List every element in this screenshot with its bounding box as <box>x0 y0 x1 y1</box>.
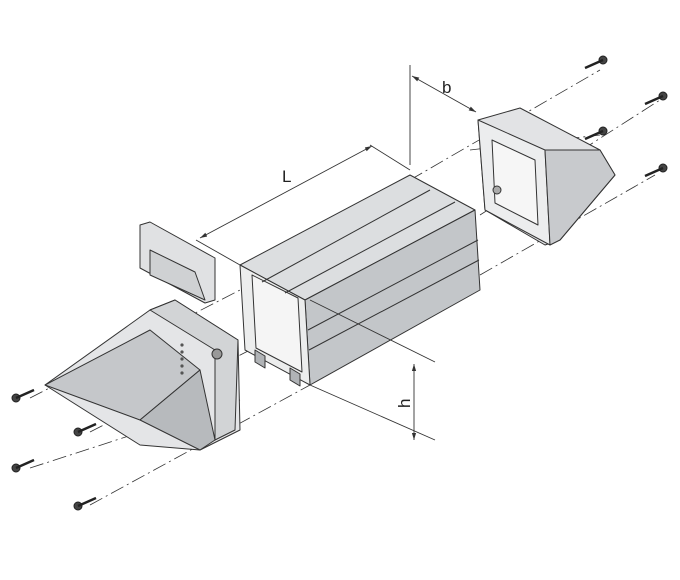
screw-icon <box>11 388 35 403</box>
seal-insert <box>139 221 216 304</box>
screw-icon <box>73 496 97 511</box>
screw-icon <box>584 126 608 141</box>
screw-icon <box>11 458 35 473</box>
aluminium-profile <box>239 174 481 387</box>
dimension-label-L: L <box>282 167 291 186</box>
dimension-label-b: b <box>442 78 451 97</box>
hole-pattern <box>180 343 184 375</box>
dimension-L: L <box>195 144 411 266</box>
screw-icon <box>644 91 668 106</box>
screws <box>11 55 668 511</box>
dimension-h: h <box>309 299 436 441</box>
screw-icon <box>644 163 668 178</box>
screw-icon <box>584 55 608 70</box>
screw-icon <box>73 422 97 437</box>
left-end-cap <box>44 299 241 451</box>
dimension-b: b <box>409 65 477 165</box>
right-end-cap <box>477 107 616 246</box>
dimension-label-h: h <box>395 399 414 408</box>
